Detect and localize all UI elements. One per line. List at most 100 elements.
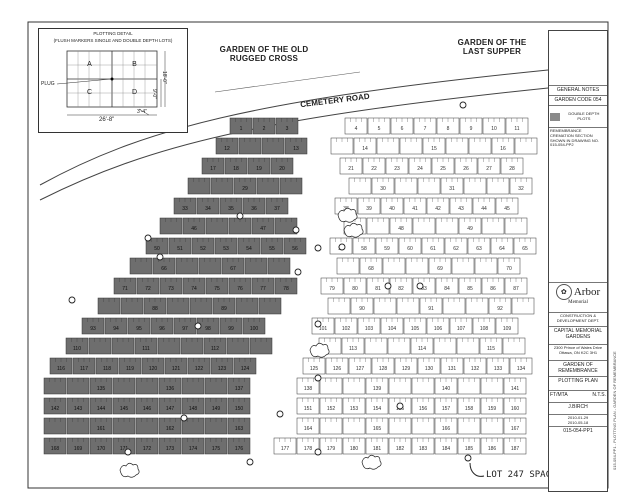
lot-number: 179 (327, 446, 336, 452)
lot-number: 8 (447, 126, 450, 132)
lot-number: 104 (388, 326, 397, 332)
lot-number: 116 (57, 366, 65, 372)
lot-number: 63 (476, 246, 482, 252)
lot-number: 100 (250, 326, 259, 332)
lot-number: 178 (304, 446, 313, 452)
lot-number: 16 (500, 146, 506, 152)
lot-number: 25 (440, 166, 446, 172)
lot-number: 102 (342, 326, 351, 332)
lot-number: 121 (172, 366, 181, 372)
detail-lot-b: B (132, 60, 137, 68)
lot-number: 42 (435, 206, 441, 212)
lot-number: 124 (241, 366, 250, 372)
tree-icon (292, 226, 300, 234)
tree-icon (156, 253, 164, 261)
lot-number: 77 (260, 286, 266, 292)
legend-label: DOUBLE DEPTH PLOTS (568, 110, 600, 121)
lot-number: 105 (411, 326, 420, 332)
detail-dim-width: 26'-8" (99, 117, 115, 123)
plan-type: PLOTTING PLAN (549, 377, 607, 391)
date-1: 2010-01-29 (567, 415, 589, 420)
tree-icon (124, 448, 132, 456)
tree-markers (68, 101, 472, 478)
lot-number: 27 (486, 166, 492, 172)
company-sub: Memorial (568, 300, 588, 305)
lot-number: 26 (463, 166, 469, 172)
lot-number: 80 (352, 286, 358, 292)
plotting-detail: PLOTTING DETAIL (FLUSH MARKERS SINGLE AN… (38, 28, 188, 133)
tree-icon (180, 414, 188, 422)
lot-number: 19 (256, 166, 262, 172)
lot-number: 85 (467, 286, 473, 292)
lot-number: 87 (513, 286, 519, 292)
lot-number: 72 (145, 286, 151, 292)
tree-icon (384, 282, 392, 290)
lot-number: 94 (113, 326, 119, 332)
lot-number: 111 (142, 346, 150, 352)
lot-number: 31 (449, 186, 455, 192)
lot-number: 99 (228, 326, 234, 332)
tree-icon: ✿ (555, 284, 572, 300)
detail-lot-d: D (131, 88, 138, 96)
lot-number: 51 (177, 246, 183, 252)
lot-number: 10 (491, 126, 497, 132)
shrub-icon (343, 222, 364, 238)
lot-number: 33 (182, 206, 188, 212)
lot-number: 122 (195, 366, 204, 372)
lot-number: 73 (168, 286, 174, 292)
lot-number: 60 (407, 246, 413, 252)
lot-number: 66 (161, 266, 167, 272)
lot-number: 9 (470, 126, 473, 132)
lot-number: 48 (398, 226, 404, 232)
general-notes: GENERAL NOTES (549, 86, 607, 96)
lot-number: 22 (371, 166, 377, 172)
lot-number: 24 (417, 166, 423, 172)
shrub-icon (337, 207, 358, 223)
lot-number: 56 (292, 246, 298, 252)
lot-number: 163 (235, 426, 244, 432)
lot-number: 177 (281, 446, 290, 452)
lot-number: 5 (378, 126, 381, 132)
tree-icon (416, 282, 424, 290)
lot-number: 172 (143, 446, 152, 452)
lot-number: 78 (283, 286, 289, 292)
drawn-by: FT/MTA (550, 392, 568, 398)
lot-number: 28 (509, 166, 515, 172)
lot-number: 130 (425, 366, 434, 372)
lot-number: 132 (471, 366, 480, 372)
lot-number: 95 (136, 326, 142, 332)
lot-number: 171 (120, 446, 129, 452)
lot-number: 182 (396, 446, 405, 452)
company-logo: ✿Arbor Memorial (549, 283, 607, 313)
tree-icon (68, 296, 76, 304)
dept-name: CONSTRUCTION & DEVELOPMENT DEPT. (549, 313, 607, 327)
tree-icon (459, 101, 467, 109)
lot-number: 1 (240, 126, 243, 132)
shrub-icon (119, 462, 140, 478)
lot-number: 101 (319, 326, 328, 332)
lot-number: 109 (503, 326, 512, 332)
detail-plug-label: PLUG (41, 81, 55, 87)
lot-number: 91 (428, 306, 434, 312)
lot-number: 68 (368, 266, 374, 272)
lot-number: 139 (373, 386, 382, 392)
lot-number: 167 (511, 426, 520, 432)
lot-number: 185 (465, 446, 474, 452)
lot-number: 44 (481, 206, 487, 212)
lot-number: 128 (379, 366, 388, 372)
lot-number: 141 (511, 386, 520, 392)
lot-number: 176 (235, 446, 244, 452)
lot-number: 50 (154, 246, 160, 252)
tree-icon (294, 268, 302, 276)
lot-number: 49 (467, 226, 473, 232)
detail-title: PLOTTING DETAIL (93, 31, 133, 36)
lot-number: 93 (90, 326, 96, 332)
lot-number: 32 (518, 186, 524, 192)
lot-number: 21 (348, 166, 354, 172)
lot-number: 153 (350, 406, 359, 412)
lot-number: 11 (514, 126, 519, 132)
lot-number: 96 (159, 326, 165, 332)
lot-number: 40 (389, 206, 395, 212)
compass-area (549, 31, 607, 86)
